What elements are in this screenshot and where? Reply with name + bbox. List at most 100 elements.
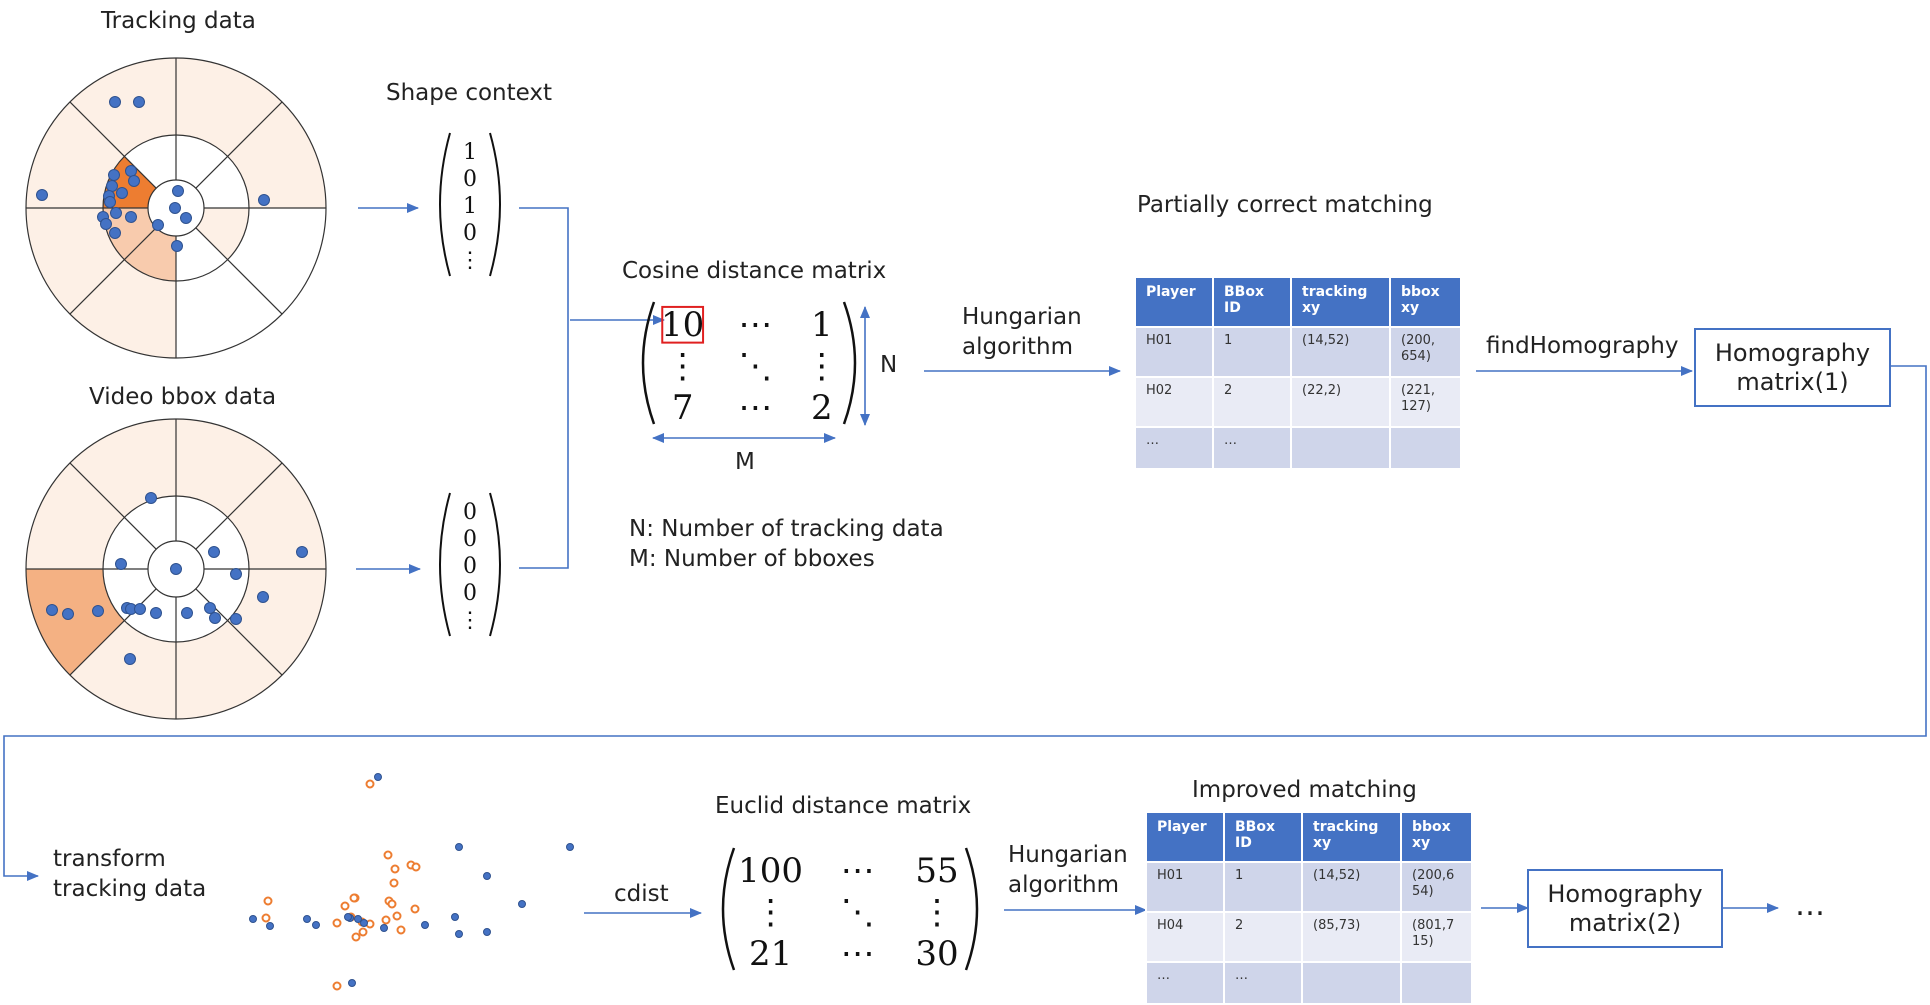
cosine-distance-matrix: 10⋯1⋮⋱⋮7⋯2 [641,301,857,428]
tracking-polar-plot [25,57,327,359]
data-point [92,605,104,617]
matrix-cell: ⋯ [738,305,772,345]
shape-context-bin [69,259,176,358]
data-point [169,202,181,214]
data-point [257,591,269,603]
data-point [133,96,145,108]
matrix-cell: ⋮ [920,893,954,933]
highlighted-cell [661,305,705,344]
data-point [100,218,112,230]
polar-spoke [69,227,157,315]
bbox-point [483,928,491,936]
table-header-cell: Player [1145,811,1225,863]
transformed-point [332,918,342,928]
matrix-paren-right [964,847,979,971]
euclid-matrix-title: Euclid distance matrix [715,793,972,819]
shape-context-bin [69,620,176,719]
table-cell: 2 [1223,911,1303,963]
shape-context-bin [26,569,125,676]
table-header-cell: bbox xy [1400,811,1473,863]
matrix-cell: ⋮ [754,893,788,933]
matrix-paren-right [842,301,857,425]
transformed-point [383,850,393,860]
matrix-cell: 55 [915,851,958,891]
transformed-point [390,864,400,874]
transformed-point [381,915,391,925]
vector-value: ⋮ [459,608,481,633]
data-point [36,189,48,201]
bbox-point [266,922,274,930]
hungarian-label-1: Hungarian algorithm [962,304,1082,360]
table-cell: (200,6 54) [1400,861,1473,913]
bbox-point [421,921,429,929]
shape-context-bin [26,208,125,315]
continuation-ellipsis: … [1795,888,1825,923]
data-point [109,227,121,239]
bbox-point [451,913,459,921]
shape-context-bin [69,58,176,157]
bbox-point [455,930,463,938]
paren-right [489,492,501,637]
transformed-point [396,925,406,935]
transform-label: transform tracking data [53,846,207,902]
matrix-cell: ⋯ [841,851,875,891]
vector-value: 0 [463,167,477,192]
transformed-point [389,878,399,888]
matrix-cell: 100 [738,851,803,891]
table-cell: H01 [1145,861,1225,913]
vector-value: 0 [463,554,477,579]
shape-context-bin [103,208,157,260]
table-cell: … [1134,426,1214,470]
data-point [170,563,182,575]
data-point [172,185,184,197]
polar-spoke [69,462,157,550]
shape-context-bin [176,620,283,719]
cosine-matrix-title: Cosine distance matrix [622,258,887,284]
vector-value: 1 [463,194,477,219]
shape-context-bin [227,569,326,676]
bbox-point [312,921,320,929]
table-cell: H01 [1134,326,1214,378]
data-point [110,207,122,219]
transformed-point [351,932,361,942]
table-header-cell: tracking xy [1301,811,1402,863]
bbox-polar-plot [25,418,327,720]
table-cell: 1 [1212,326,1292,378]
transformed-point [410,904,420,914]
bbox-point [566,843,574,851]
matrix-cell: ⋯ [738,388,772,428]
data-point [125,211,137,223]
matrix-cell: 2 [811,388,833,428]
data-point [106,180,118,192]
table-cell: (221, 127) [1389,376,1462,428]
data-point [145,492,157,504]
bbox-point [374,773,382,781]
matrix-cell: 7 [672,388,694,428]
data-point [108,169,120,181]
improved-matching-title: Improved matching [1192,777,1417,803]
shape-context-bin [227,101,326,208]
bbox-point [348,979,356,987]
polar-spoke [195,101,283,189]
shape-context-title: Shape context [386,80,553,106]
bbox-point [483,872,491,880]
data-point [181,607,193,619]
paren-left [439,132,451,277]
data-point [115,558,127,570]
table-header-cell: bbox xy [1389,276,1462,328]
table-cell: H02 [1134,376,1214,428]
transformed-point [411,862,421,872]
shape-context-bin [26,462,125,569]
transformed-point [358,927,368,937]
data-point [124,653,136,665]
matrix-cell: ⋱ [841,893,875,933]
table-cell: (14,52) [1301,861,1402,913]
data-point [171,240,183,252]
hungarian-label-2: Hungarian algorithm [1008,842,1128,898]
